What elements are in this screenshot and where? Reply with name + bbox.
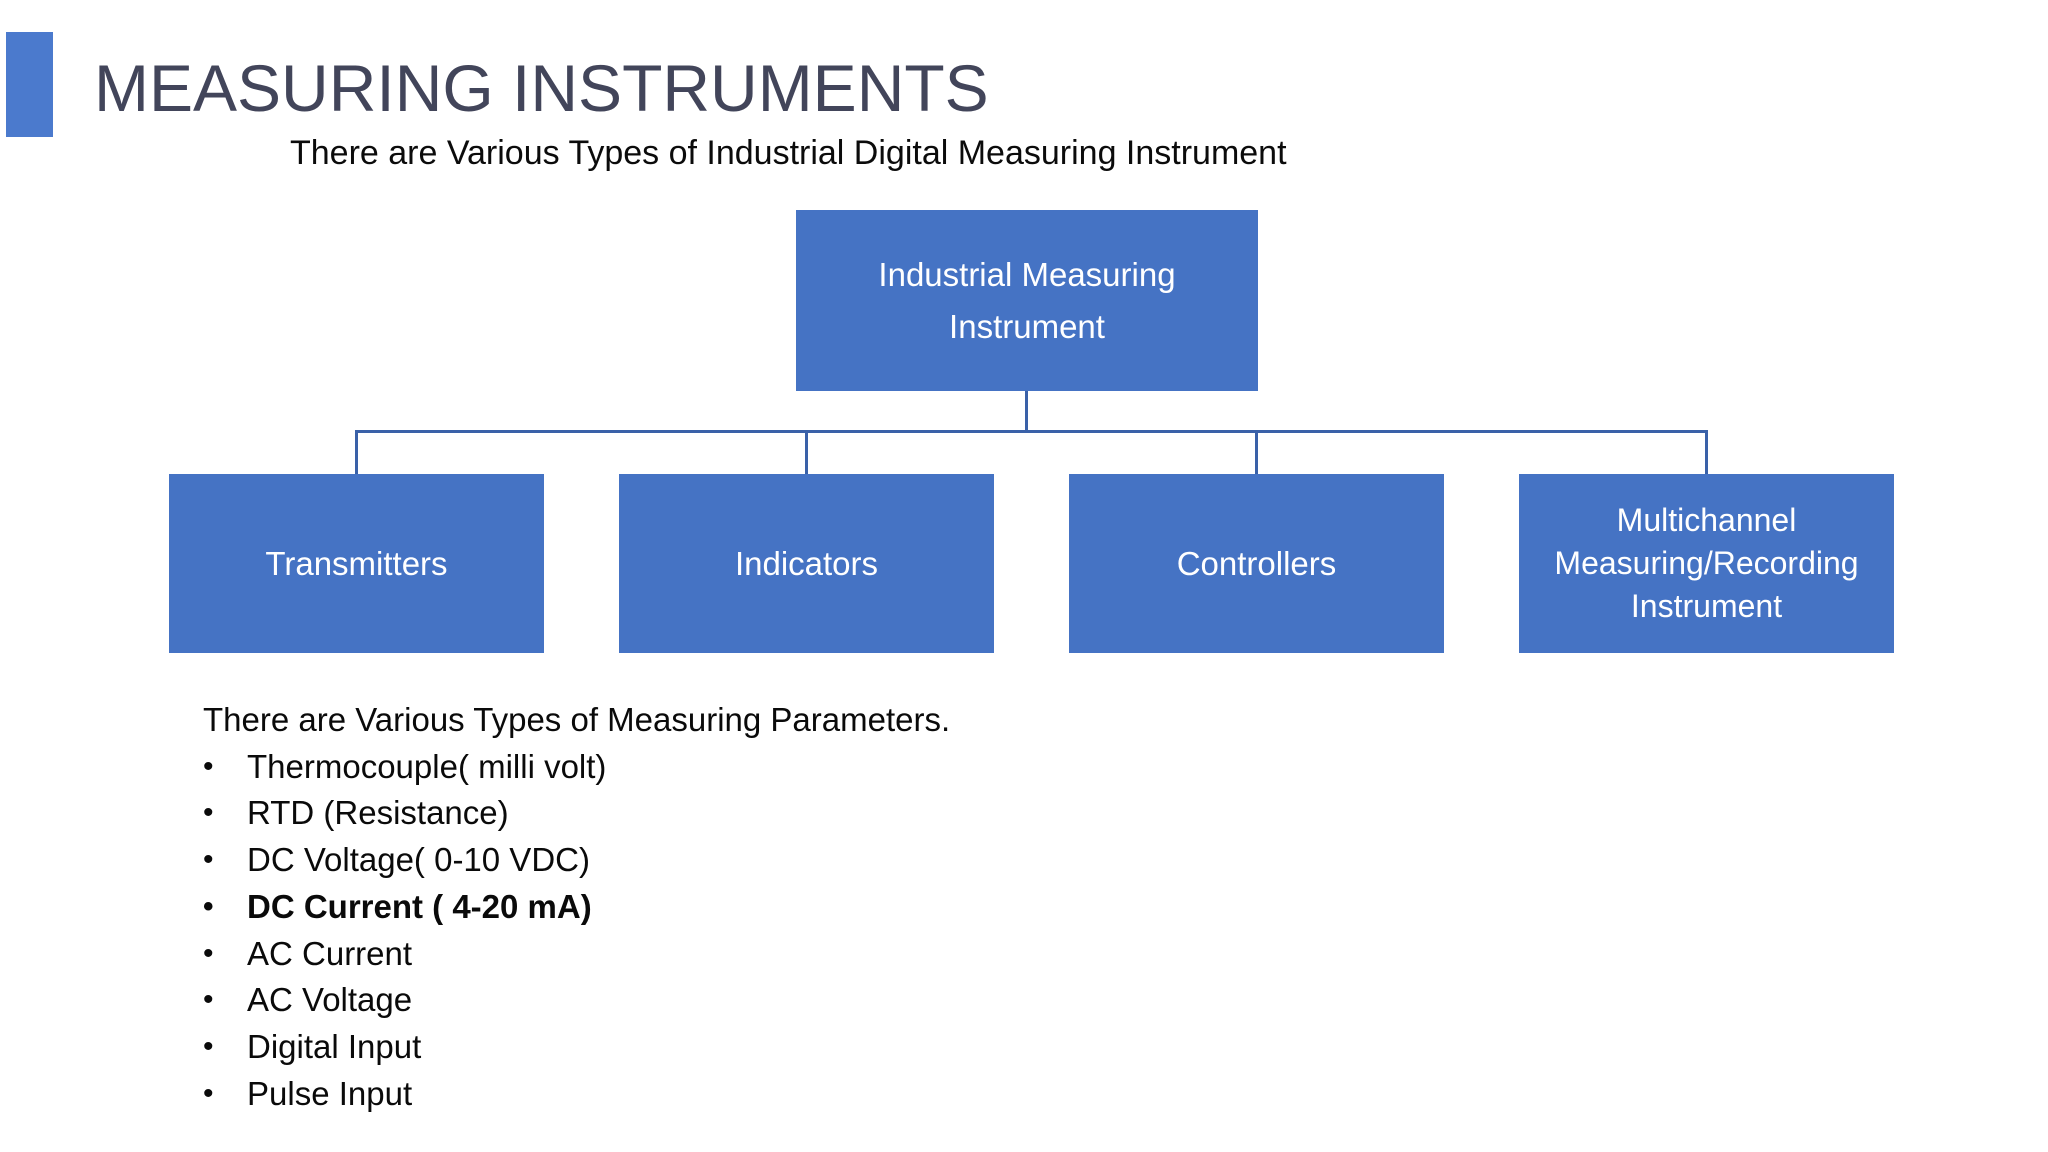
- list-item-text: Pulse Input: [247, 1074, 413, 1112]
- list-item-text: DC Current ( 4-20 mA): [247, 887, 592, 925]
- list-item-text: AC Voltage: [247, 981, 413, 1019]
- list-item-text: Digital Input: [247, 1027, 422, 1065]
- connector-root-stub: [1025, 391, 1028, 432]
- list-item: • AC Current: [203, 931, 950, 978]
- list-item: • RTD (Resistance): [203, 790, 950, 837]
- parameters-intro: There are Various Types of Measuring Par…: [203, 701, 951, 738]
- list-item: • AC Voltage: [203, 977, 950, 1024]
- node-label: Controllers: [1176, 545, 1337, 582]
- diagram-root-node: Industrial Measuring Instrument: [796, 210, 1258, 391]
- bullet-icon: •: [203, 983, 214, 1017]
- connector-drop-multichannel: [1705, 430, 1708, 474]
- parameters-section: There are Various Types of Measuring Par…: [203, 697, 950, 1117]
- bullet-icon: •: [203, 889, 214, 923]
- node-label: Indicators: [734, 545, 879, 582]
- node-label-line: Measuring/Recording: [1554, 545, 1859, 581]
- diagram-node-indicators: Indicators: [619, 474, 994, 653]
- connector-drop-controllers: [1255, 430, 1258, 474]
- root-node-label-line: Industrial Measuring: [878, 255, 1176, 293]
- node-label-line: Multichannel: [1616, 502, 1797, 538]
- connector-drop-indicators: [805, 430, 808, 474]
- diagram-node-controllers: Controllers: [1069, 474, 1444, 653]
- page-title: MEASURING INSTRUMENTS: [94, 51, 989, 125]
- list-item: • DC Voltage( 0-10 VDC): [203, 837, 950, 884]
- list-item-text: DC Voltage( 0-10 VDC): [247, 841, 590, 879]
- root-node-label-line: Instrument: [949, 307, 1105, 345]
- node-label: Transmitters: [265, 545, 448, 582]
- diagram-node-transmitters: Transmitters: [169, 474, 544, 653]
- connector-drop-transmitters: [355, 430, 358, 474]
- bullet-icon: •: [203, 1029, 214, 1063]
- title-accent-bar: [6, 32, 53, 137]
- node-label-line: Instrument: [1630, 588, 1783, 624]
- list-item-text: Thermocouple( milli volt): [247, 747, 607, 785]
- list-item: • Pulse Input: [203, 1071, 950, 1118]
- connector-horizontal: [355, 430, 1708, 433]
- list-item: • DC Current ( 4-20 mA): [203, 884, 950, 931]
- bullet-icon: •: [203, 936, 214, 970]
- list-item-text: AC Current: [247, 934, 413, 972]
- list-item: • Digital Input: [203, 1024, 950, 1071]
- page-subtitle: There are Various Types of Industrial Di…: [290, 134, 1287, 172]
- bullet-icon: •: [203, 749, 214, 783]
- bullet-icon: •: [203, 796, 214, 830]
- bullet-icon: •: [203, 1076, 214, 1110]
- list-item-text: RTD (Resistance): [247, 794, 509, 832]
- bullet-icon: •: [203, 843, 214, 877]
- diagram-node-multichannel: Multichannel Measuring/Recording Instrum…: [1519, 474, 1894, 653]
- list-item: • Thermocouple( milli volt): [203, 744, 950, 791]
